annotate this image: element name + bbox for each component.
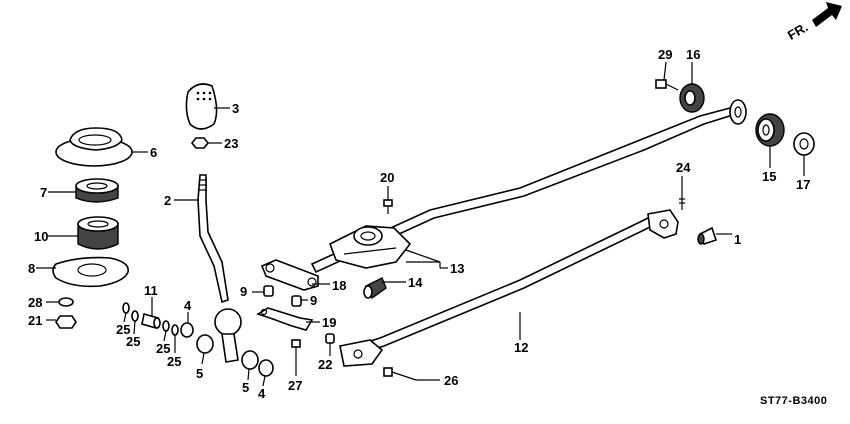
washer — [58, 297, 74, 307]
callout-4a: 4 — [184, 298, 192, 313]
callout-11: 11 — [144, 283, 158, 298]
washer — [171, 324, 179, 336]
callout-18: 18 — [332, 278, 346, 293]
callout-17: 17 — [796, 177, 810, 192]
washer — [793, 132, 815, 156]
callout-24: 24 — [676, 160, 691, 175]
callout-26: 26 — [444, 373, 458, 388]
shift-lever — [197, 174, 242, 363]
callout-10: 10 — [34, 229, 48, 244]
shift-knob — [185, 83, 218, 130]
callout-9a: 9 — [240, 284, 247, 299]
shift-boot — [55, 127, 133, 167]
bolt — [655, 79, 679, 91]
callout-19: 19 — [322, 315, 336, 330]
callout-1: 1 — [734, 232, 741, 247]
callout-25b: 25 — [126, 334, 140, 349]
stay-bracket — [256, 307, 314, 331]
washer — [162, 320, 170, 332]
shift-arm — [260, 259, 319, 291]
callout-12: 12 — [514, 340, 528, 355]
callout-20: 20 — [380, 170, 394, 185]
collar — [241, 350, 259, 370]
joint-bushing — [258, 359, 274, 377]
callout-23: 23 — [224, 136, 238, 151]
callout-9b: 9 — [310, 293, 317, 308]
callout-22: 22 — [318, 357, 332, 372]
cable-grommet — [679, 83, 705, 113]
collar — [325, 333, 335, 344]
callout-15: 15 — [762, 169, 776, 184]
callout-6: 6 — [150, 145, 157, 160]
callout-14: 14 — [408, 275, 423, 290]
collar — [263, 285, 274, 297]
callout-16: 16 — [686, 47, 700, 62]
callout-labels: 1 2 3 4 4 5 5 6 7 8 9 9 10 11 12 13 14 1… — [28, 47, 810, 401]
dust-seal — [697, 226, 718, 245]
callout-25c: 25 — [156, 341, 170, 356]
collar — [196, 334, 214, 354]
callout-21: 21 — [28, 313, 42, 328]
callout-4b: 4 — [258, 386, 266, 401]
bolt — [383, 199, 393, 214]
retainer-ring — [75, 178, 119, 203]
callout-3: 3 — [232, 101, 239, 116]
callout-5a: 5 — [196, 366, 203, 381]
callout-28: 28 — [28, 295, 42, 310]
leader-lines — [36, 61, 805, 387]
callout-27: 27 — [288, 378, 302, 393]
select-rod — [339, 209, 679, 367]
callout-2: 2 — [164, 193, 171, 208]
callout-29: 29 — [658, 47, 672, 62]
shift-rod — [310, 99, 747, 274]
bolt — [383, 367, 417, 381]
callout-25a: 25 — [116, 322, 130, 337]
callout-8: 8 — [28, 261, 35, 276]
bolt — [679, 196, 685, 210]
joint-pin — [141, 312, 161, 330]
callout-5b: 5 — [242, 380, 249, 395]
lever-bushing — [77, 216, 119, 250]
washer — [131, 310, 139, 322]
washer — [122, 302, 130, 314]
flange-nut — [55, 315, 77, 329]
callout-25d: 25 — [167, 354, 181, 369]
lock-nut — [190, 137, 210, 149]
extension-bracket — [328, 225, 412, 269]
bolt — [291, 339, 301, 364]
direction-label: FR. — [785, 19, 811, 42]
callout-7: 7 — [40, 185, 47, 200]
joint-bushing — [180, 322, 194, 338]
diagram-code: ST77-B3400 — [760, 395, 827, 407]
callout-13: 13 — [450, 261, 464, 276]
mounting-plate — [52, 256, 129, 288]
rod-bushing — [755, 113, 785, 147]
dust-cover — [363, 277, 387, 300]
front-direction-arrow: FR. — [785, 2, 842, 43]
collar — [291, 295, 302, 307]
